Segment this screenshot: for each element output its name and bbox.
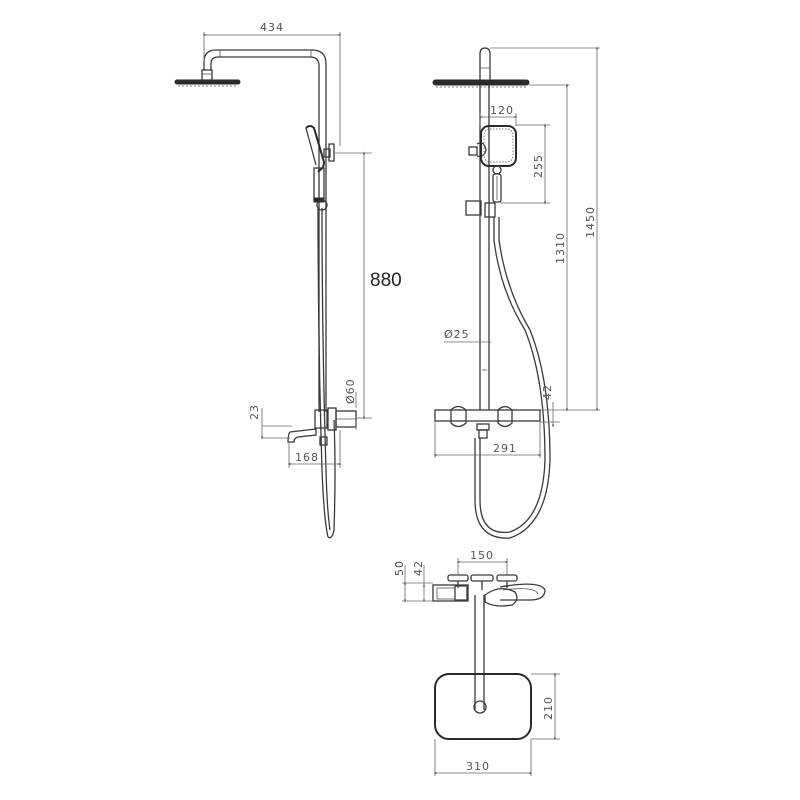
dim-depth-outer: 50	[393, 560, 406, 576]
dim-head-depth: 210	[542, 696, 555, 720]
dim-slide-height: 880	[370, 270, 402, 291]
shower-hose-side	[317, 207, 336, 539]
shower-arm	[203, 49, 327, 160]
bath-spout	[287, 428, 317, 443]
dim-spout-drop: 23	[248, 404, 261, 420]
dim-mixer-width: 291	[493, 442, 517, 455]
hand-shower-front	[480, 125, 517, 203]
shower-hose-front	[479, 217, 546, 534]
rain-shower-head-side	[174, 69, 241, 87]
dim-riser-diameter: Ø25	[444, 328, 470, 341]
rain-shower-head-top	[434, 673, 532, 740]
front-view: 120 255 1450 1310 Ø25 42 291	[432, 46, 600, 539]
dim-arm-reach: 434	[260, 21, 284, 34]
dim-head-height: 1310	[554, 232, 567, 264]
dim-handle-centers: 150	[470, 549, 494, 562]
dim-total-height: 1450	[584, 206, 597, 238]
side-view: 434 880 Ø60 23 168	[174, 21, 402, 539]
thermostatic-mixer-bar	[434, 405, 541, 439]
dim-depth-inner: 42	[412, 560, 425, 576]
rain-shower-head-front	[432, 79, 530, 88]
dim-mixer-height: 42	[541, 384, 554, 400]
dim-head-width: 310	[466, 760, 490, 773]
hand-shower-side	[305, 125, 328, 211]
mixer-side	[314, 407, 357, 431]
dim-wall-flange: Ø60	[344, 378, 357, 404]
dim-spout-projection: 168	[295, 451, 319, 464]
dim-handshower-width: 120	[490, 104, 514, 117]
top-view: 150 50 42 210 310	[393, 549, 560, 776]
dim-handshower-length: 255	[532, 154, 545, 178]
